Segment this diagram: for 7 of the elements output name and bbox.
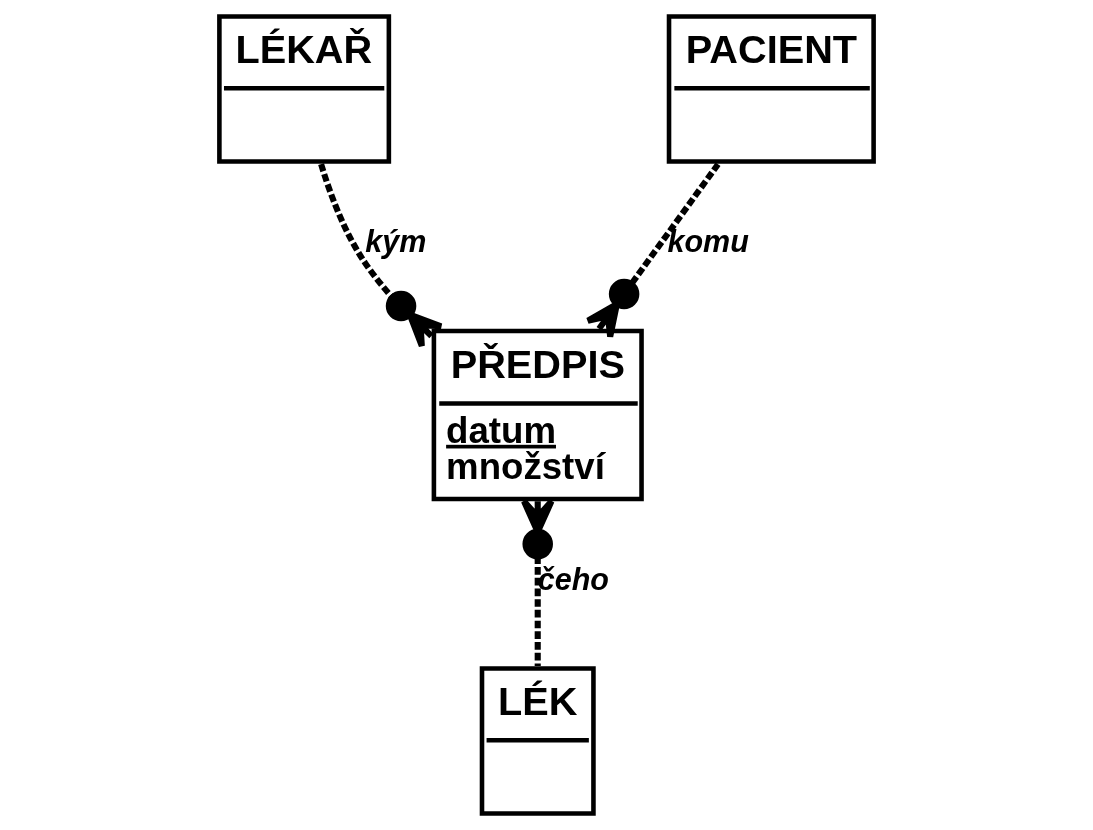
node-box: LÉKAŘ xyxy=(217,14,392,164)
node-box: PŘEDPIS datum množství xyxy=(431,328,644,502)
edge-label: komu xyxy=(667,224,749,259)
node-box: PACIENT xyxy=(666,14,876,164)
edge-label: čeho xyxy=(537,561,609,596)
edge-label: kým xyxy=(365,224,427,259)
node-box: LÉK xyxy=(479,666,596,816)
